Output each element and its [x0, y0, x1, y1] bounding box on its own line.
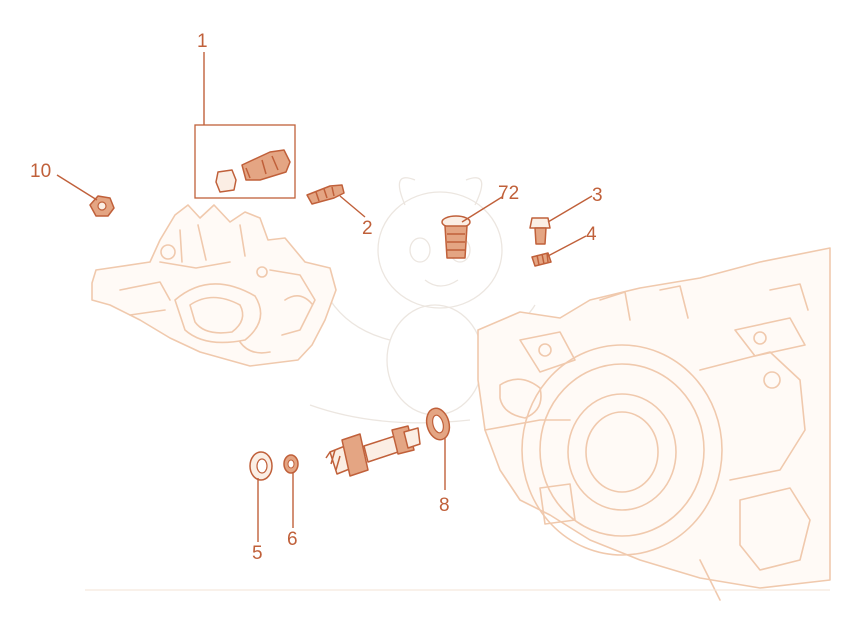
gear-shaft-assembly[interactable]: [325, 425, 421, 477]
part-72-bolt[interactable]: [441, 215, 471, 259]
part-6-ring[interactable]: [283, 454, 299, 474]
part-2-screw[interactable]: [306, 184, 345, 205]
part-10-nut[interactable]: [89, 195, 115, 217]
callout-5: 5: [252, 543, 263, 564]
part-3-bolt[interactable]: [529, 217, 551, 245]
callout-10: 10: [30, 161, 51, 182]
callout-3: 3: [592, 185, 603, 206]
leader-lines: [56, 52, 593, 542]
callout-72: 72: [498, 183, 519, 204]
part-1-connector-group[interactable]: [194, 124, 296, 199]
callout-1: 1: [197, 31, 208, 52]
right-housing: [477, 247, 831, 601]
callout-6: 6: [287, 529, 298, 550]
left-housing: [91, 204, 337, 367]
part-4-spring[interactable]: [531, 252, 552, 267]
part-5-washer[interactable]: [249, 451, 273, 481]
callout-4: 4: [586, 224, 597, 245]
callout-8: 8: [439, 495, 450, 516]
part-8-seal[interactable]: [423, 406, 453, 443]
callout-2: 2: [362, 218, 373, 239]
